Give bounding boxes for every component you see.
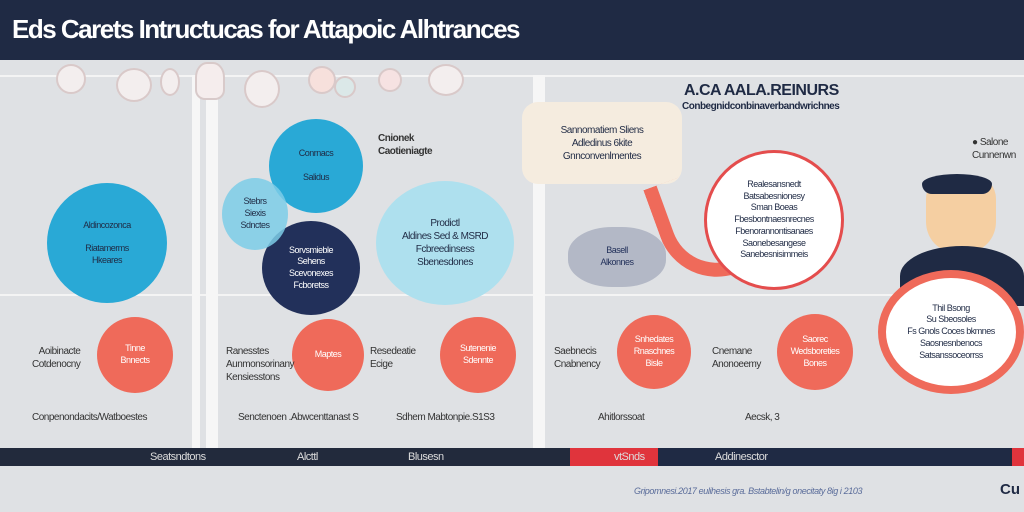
person-hair-icon bbox=[922, 174, 992, 194]
row-label: Conpenondacits/Watboestes bbox=[32, 412, 148, 423]
middle-divider bbox=[0, 294, 1024, 296]
pill-icon bbox=[56, 64, 86, 94]
row-label: Sdhem Mabtonpie.S1S3 bbox=[396, 412, 495, 423]
page-title: Eds Carets Intructucas for Attapoic Alht… bbox=[12, 14, 521, 44]
bottom-tab[interactable]: Alcttl bbox=[297, 451, 318, 463]
footer-text: Gripomnesi.2017 eulihesis gra. Bstabteli… bbox=[634, 486, 863, 496]
column-divider bbox=[206, 75, 218, 448]
section-heading: A.CA AALA.REINURS bbox=[684, 82, 839, 99]
bottom-nav-bar: Seatsndtons Alcttl Blusesn vtSnds Addine… bbox=[0, 448, 1024, 466]
active-segment bbox=[570, 448, 658, 466]
section-subheading: Conbegnidconbinaverbandwrichnes bbox=[682, 101, 840, 112]
top-divider bbox=[0, 75, 1024, 77]
footer-logo: Cu bbox=[1000, 481, 1020, 498]
column-divider bbox=[192, 75, 200, 448]
bottom-tab[interactable]: Addinesctor bbox=[715, 451, 768, 463]
row-label: Senctenoen .Abwcenttanast S bbox=[238, 412, 359, 423]
red-step-circle: Maptes bbox=[292, 319, 364, 391]
capsule-icon bbox=[160, 68, 180, 96]
bottom-tab[interactable]: Seatsndtons bbox=[150, 451, 206, 463]
pill-icon bbox=[428, 64, 464, 96]
pill-icon bbox=[334, 76, 356, 98]
bottom-tab[interactable]: Blusesn bbox=[408, 451, 444, 463]
pill-bottle-icon bbox=[244, 70, 280, 108]
bottle-icon bbox=[195, 62, 225, 100]
pill-icon bbox=[378, 68, 402, 92]
row-label: Aecsk, 3 bbox=[745, 412, 780, 423]
bottom-tab[interactable]: vtSnds bbox=[614, 451, 645, 463]
row-label: Ahitlorssoat bbox=[598, 412, 645, 423]
bar-segment bbox=[658, 448, 1010, 466]
header-bar bbox=[0, 0, 1024, 60]
pill-icon bbox=[308, 66, 336, 94]
bar-segment bbox=[1012, 448, 1024, 466]
capsule-icon bbox=[116, 68, 152, 102]
